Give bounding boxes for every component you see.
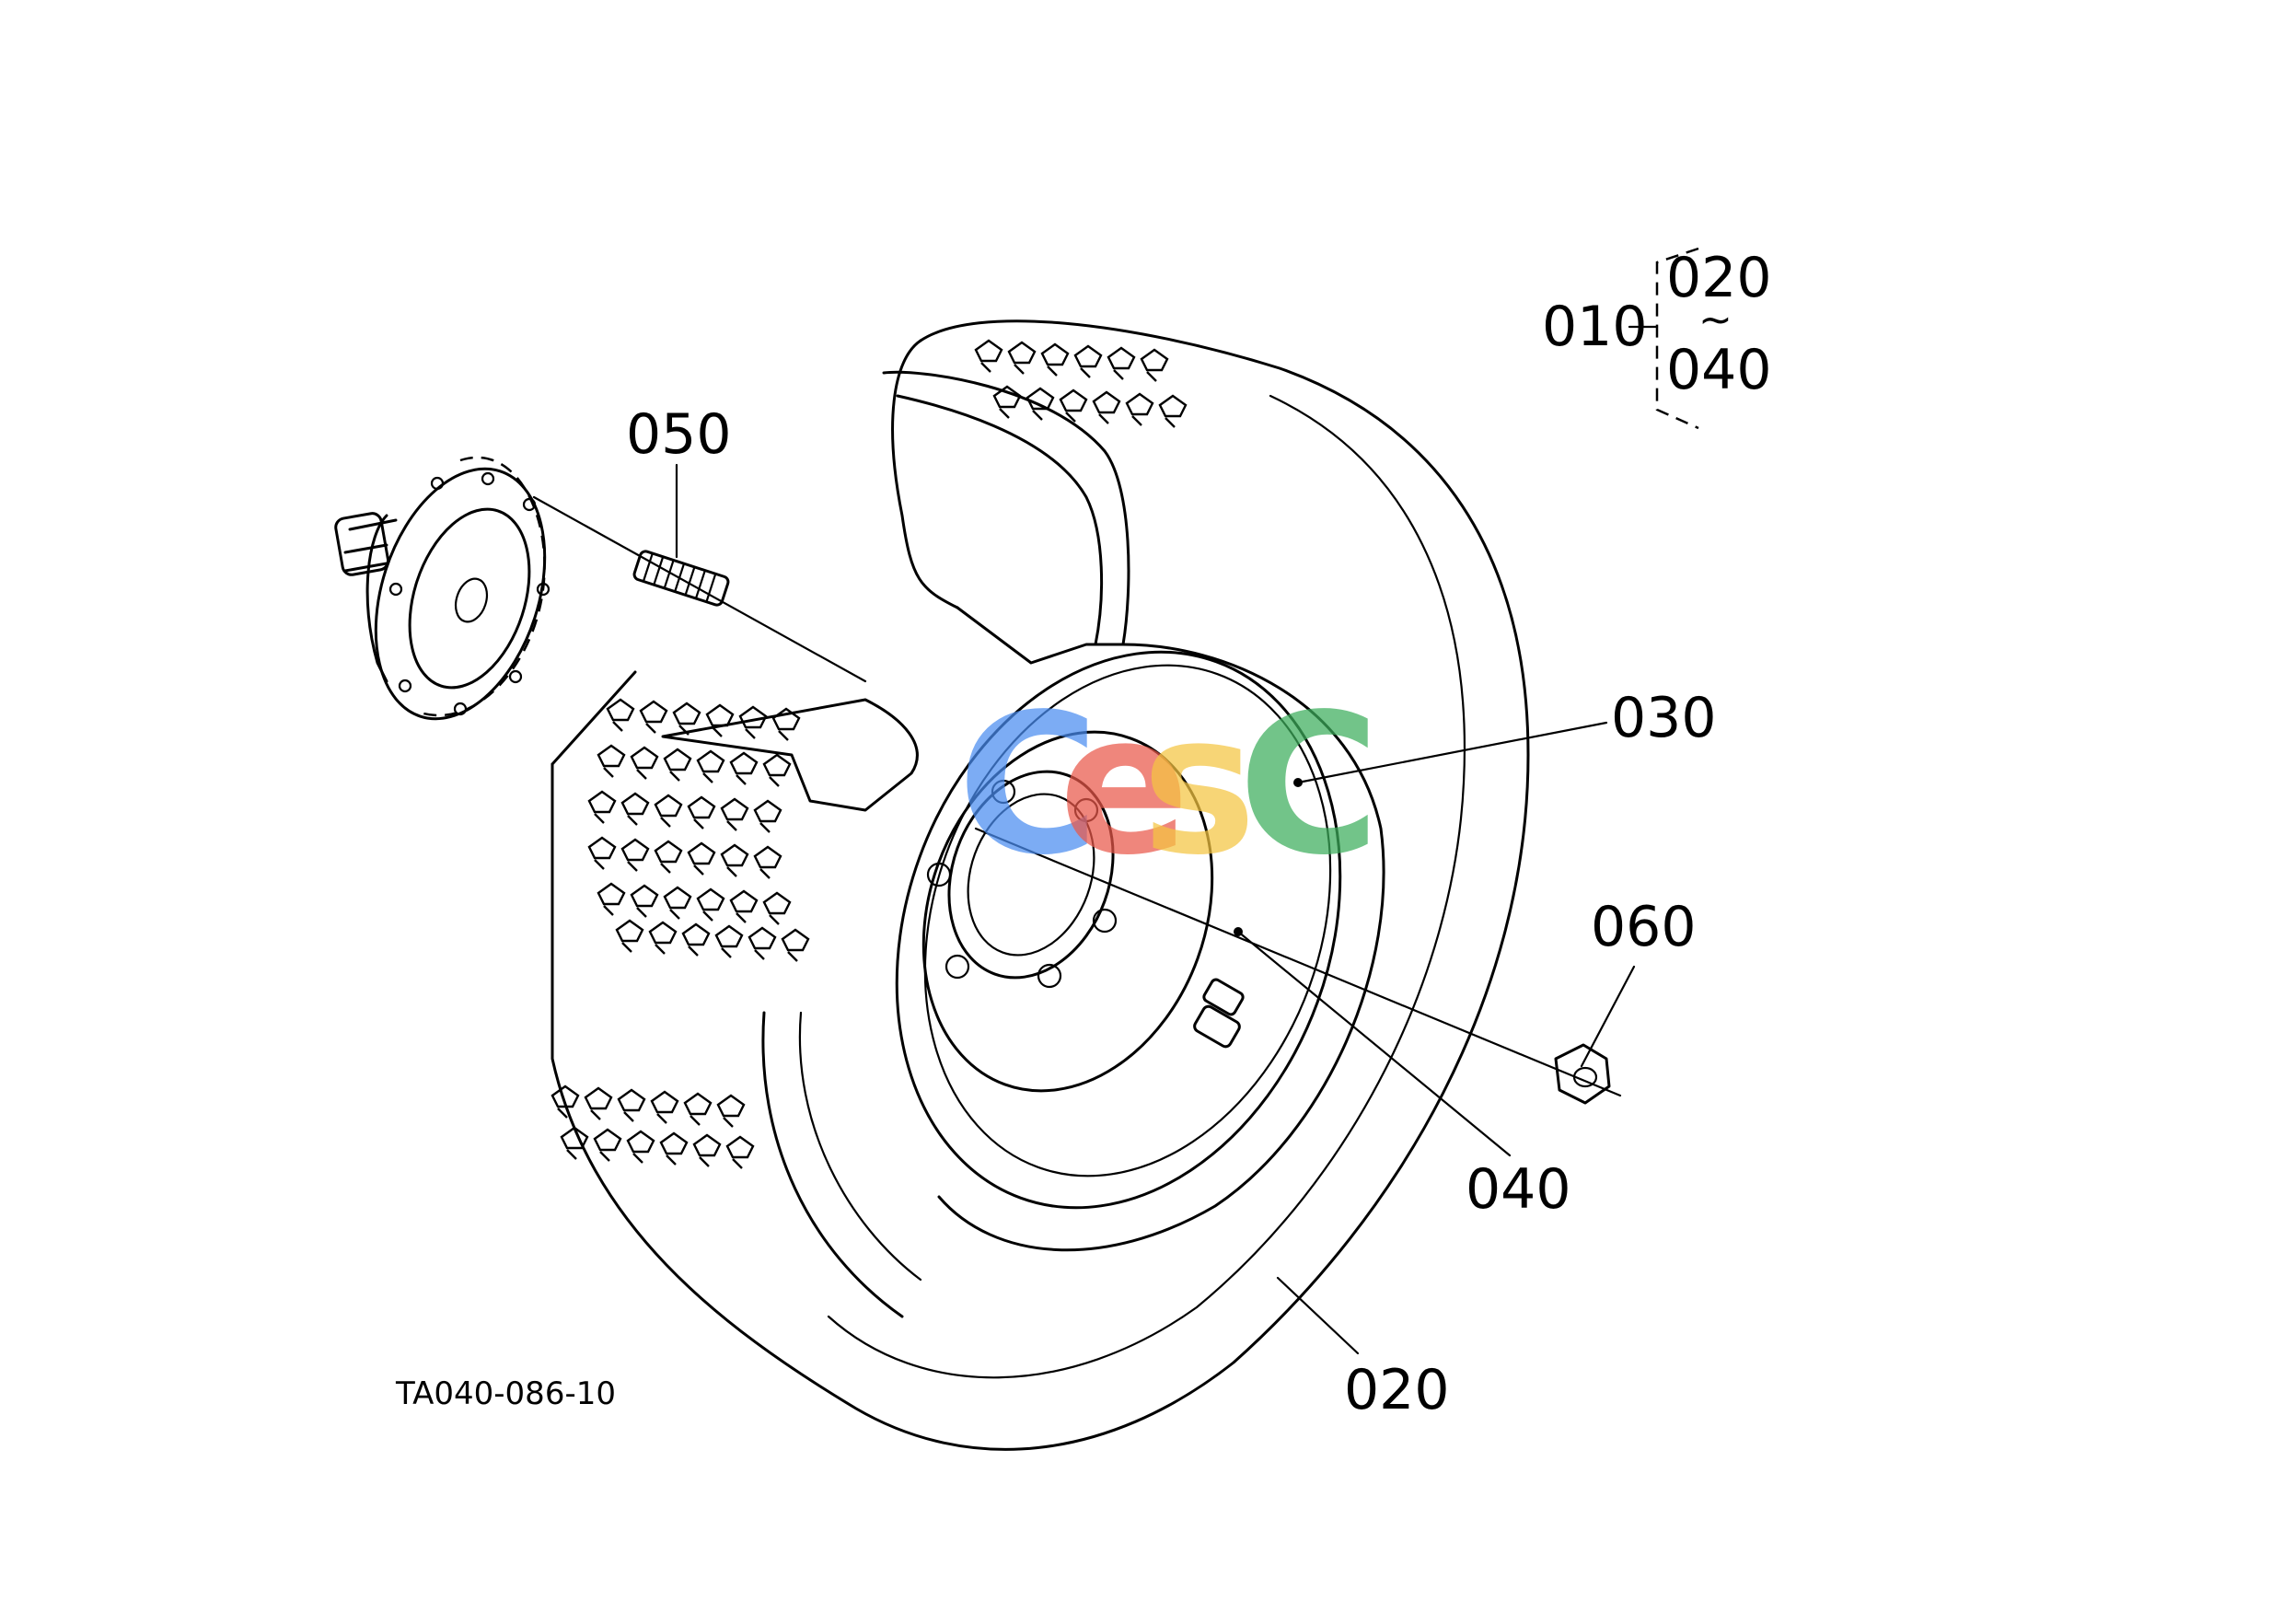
leader-rim-dot <box>1293 778 1303 787</box>
figure-id: TA040-086-10 <box>395 1375 616 1412</box>
label-valve-040: 040 <box>1466 1157 1571 1222</box>
watermark-logo: C e s C <box>957 672 1380 898</box>
watermark-letter-4: C <box>1238 672 1380 898</box>
valve-drawing <box>1193 978 1245 1049</box>
leader-valve-dot <box>1234 927 1243 936</box>
hub-flange-drawing <box>334 456 550 721</box>
assembly-bracket <box>1628 247 1699 430</box>
tire-drawing <box>550 319 1530 1451</box>
watermark-letter-2: e <box>1059 672 1189 898</box>
label-stud-050: 050 <box>626 402 732 467</box>
assembly-axis-line <box>532 495 1622 1097</box>
label-assembly-010: 010 <box>1542 295 1648 359</box>
label-range-sep: ~ <box>1698 296 1733 343</box>
label-range-end: 040 <box>1666 338 1772 402</box>
watermark-letter-3: s <box>1142 672 1257 898</box>
nut-drawing <box>1554 1043 1611 1105</box>
label-range-start: 020 <box>1666 246 1772 310</box>
watermark-letter-1: C <box>957 672 1099 898</box>
leader-rim <box>1296 721 1608 784</box>
label-tire-020: 020 <box>1344 1358 1450 1422</box>
leader-valve <box>1236 930 1512 1157</box>
label-nut-060: 060 <box>1591 895 1697 959</box>
leader-nut <box>1580 965 1636 1068</box>
leader-tire <box>1276 1276 1360 1355</box>
label-rim-030: 030 <box>1611 686 1717 750</box>
rim-drawing <box>895 650 1342 1210</box>
